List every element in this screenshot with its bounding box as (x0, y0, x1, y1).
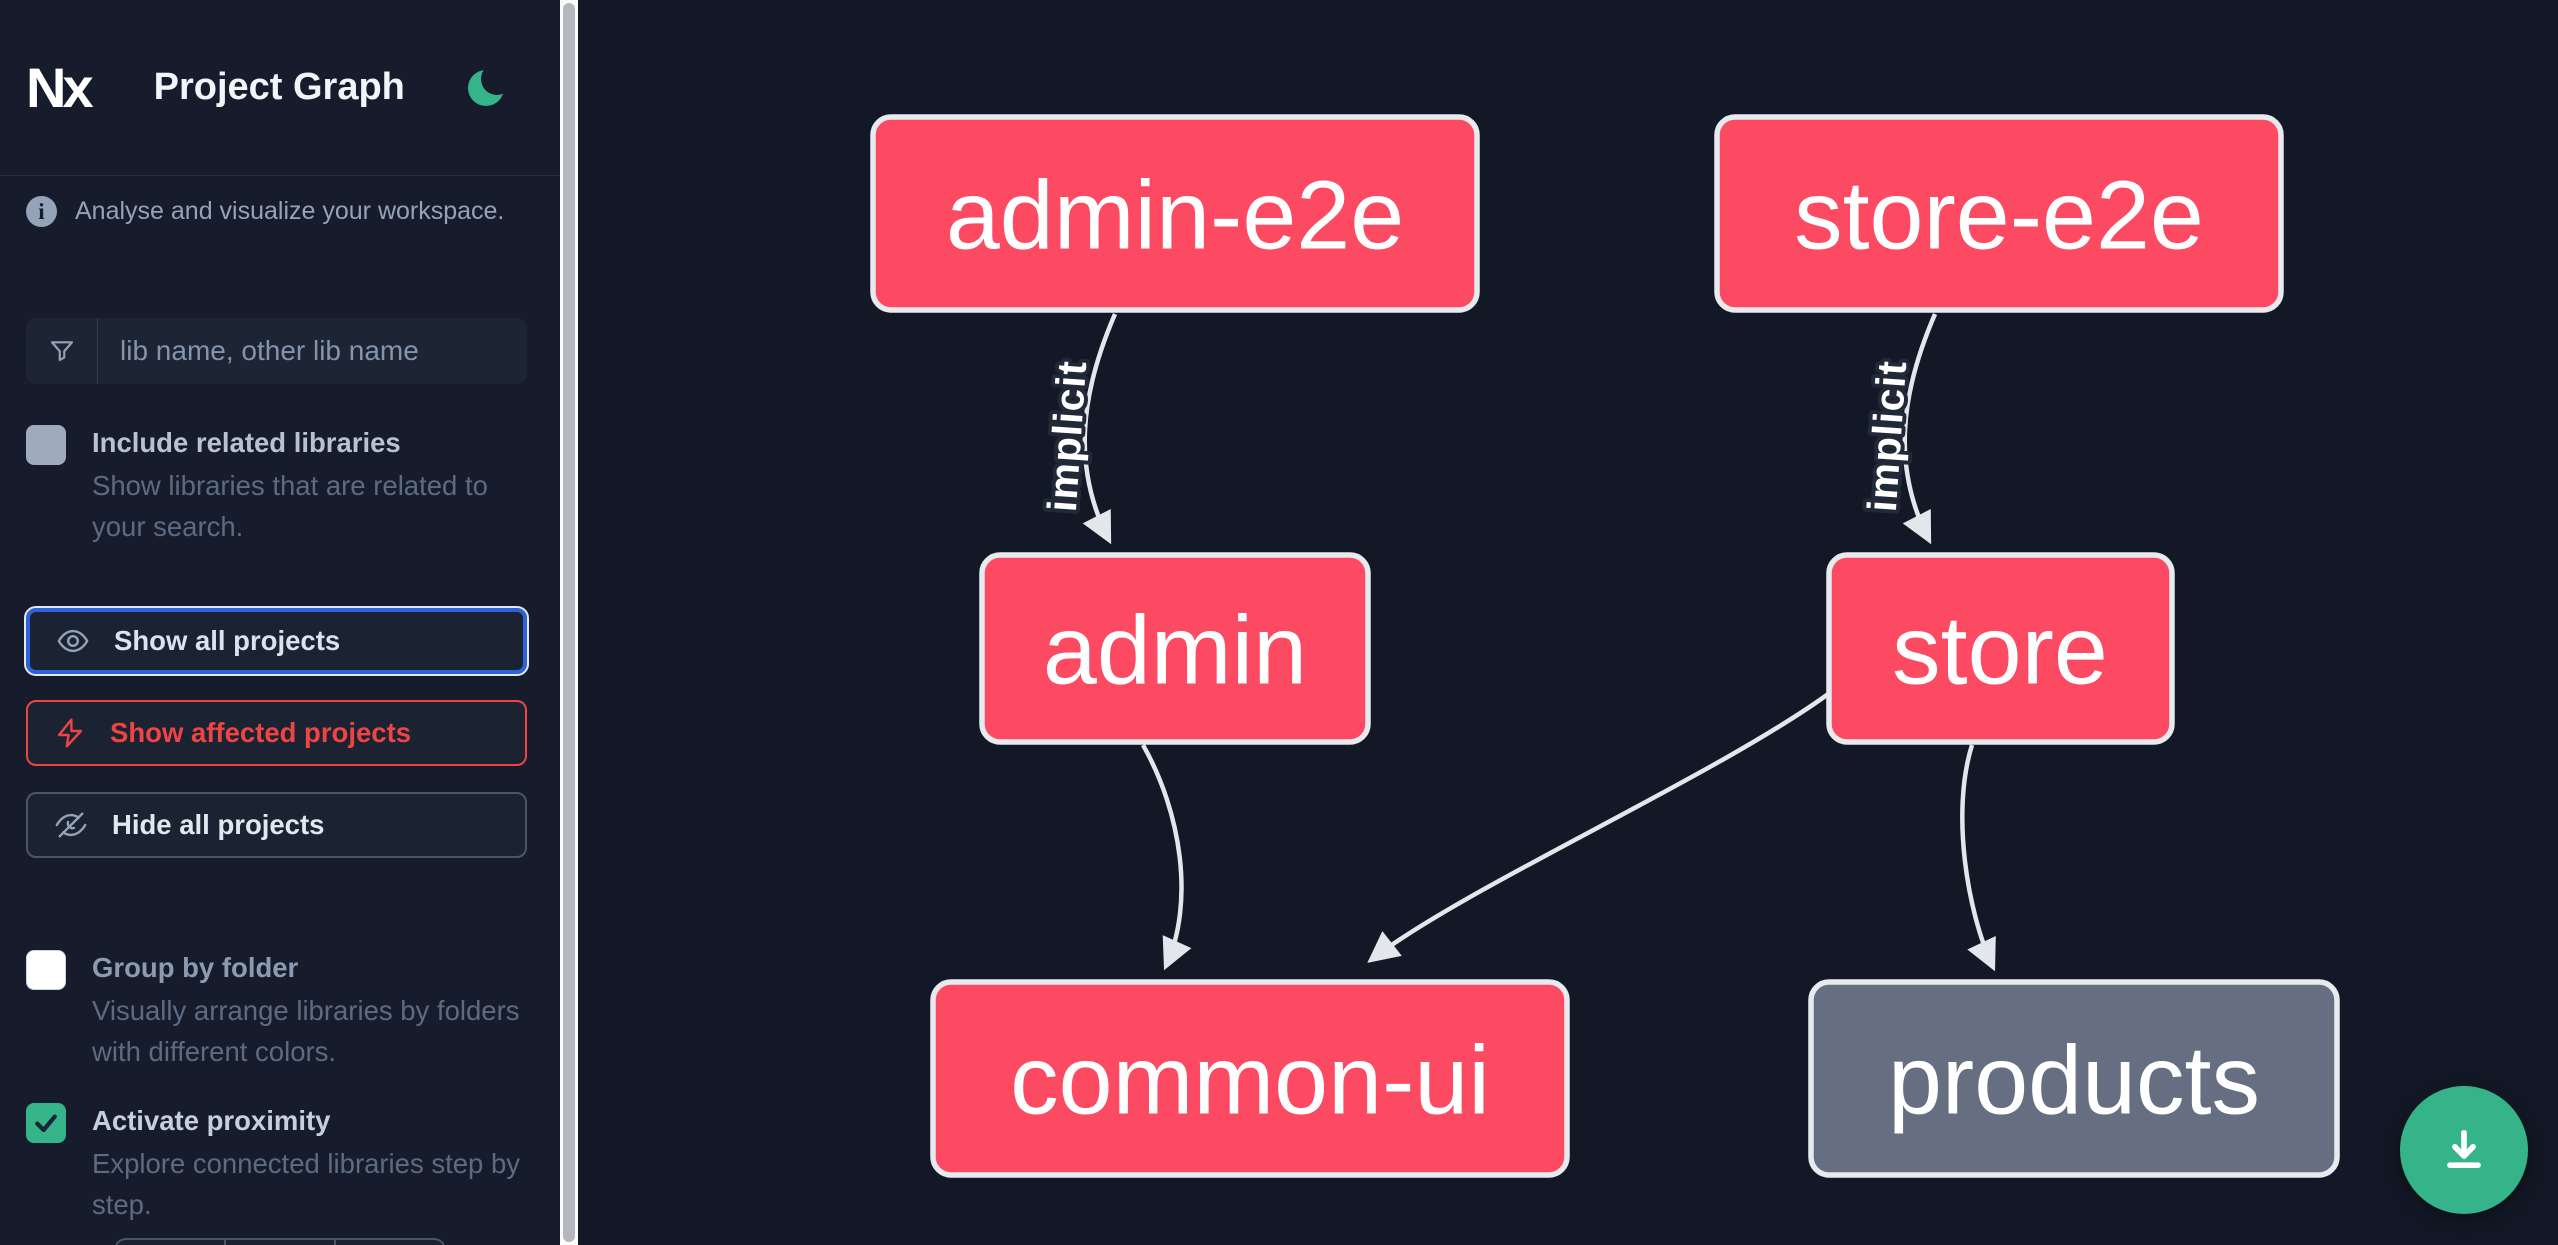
graph-node-admin-e2e[interactable]: admin-e2e (870, 114, 1480, 313)
checkbox-unchecked-icon[interactable] (26, 950, 66, 990)
edge-store-e2e-to-store (1902, 313, 1938, 545)
edge-label-implicit: implicit (1859, 359, 1915, 513)
toggle-label: Include related libraries (92, 427, 401, 458)
funnel-icon (26, 318, 98, 384)
segment[interactable] (116, 1240, 226, 1245)
checkbox-checked-icon[interactable] (26, 1103, 66, 1143)
node-label: store-e2e (1794, 161, 2204, 270)
node-label: products (1888, 1026, 2260, 1135)
toggle-description: Show libraries that are related to your … (92, 470, 488, 542)
toggle-group-by-folder[interactable]: Group by folder Visually arrange librari… (26, 948, 530, 1072)
graph-node-store-e2e[interactable]: store-e2e (1714, 114, 2284, 313)
sidebar: Nx Project Graph i Analyse and visualize… (0, 0, 560, 1245)
theme-toggle-moon-icon[interactable] (468, 62, 513, 106)
button-label: Show all projects (114, 625, 341, 656)
toggle-description: Explore connected libraries step by step… (92, 1148, 521, 1220)
toggle-description: Visually arrange libraries by folders wi… (92, 995, 520, 1067)
node-label: admin-e2e (946, 161, 1404, 270)
page-title: Project Graph (153, 66, 405, 108)
graph-node-admin[interactable]: admin (979, 552, 1371, 745)
workspace-info: i Analyse and visualize your workspace. (26, 196, 534, 227)
download-icon (2447, 1129, 2481, 1168)
edge-store-to-products (1960, 744, 1996, 972)
edge-admin-e2e-to-admin (1082, 313, 1118, 545)
toggle-include-related[interactable]: Include related libraries Show libraries… (26, 423, 530, 547)
graph-node-common-ui[interactable]: common-ui (930, 979, 1570, 1178)
node-label: common-ui (1010, 1026, 1490, 1135)
toggle-label: Group by folder (92, 952, 299, 983)
sidebar-scrollbar[interactable] (560, 0, 578, 1245)
sidebar-header: Nx Project Graph (0, 0, 560, 176)
node-label: store (1892, 596, 2108, 705)
filter-search (26, 318, 527, 384)
project-graph-svg: implicit implicit admin-e2e store-e2e ad… (870, 114, 2340, 1178)
lightning-icon (57, 718, 83, 748)
toggle-activate-proximity[interactable]: Activate proximity Explore connected lib… (26, 1101, 530, 1225)
segment[interactable] (336, 1240, 444, 1245)
search-input[interactable] (98, 318, 527, 384)
hide-all-projects-button[interactable]: Hide all projects (26, 792, 527, 858)
button-label: Show affected projects (110, 717, 412, 748)
segmented-control-partial[interactable] (114, 1238, 446, 1245)
show-affected-projects-button[interactable]: Show affected projects (26, 700, 527, 766)
edge-label-implicit: implicit (1039, 359, 1095, 513)
node-label: admin (1043, 596, 1307, 705)
nx-logo-icon: Nx (26, 55, 94, 119)
info-icon: i (26, 196, 57, 227)
button-label: Hide all projects (112, 809, 325, 840)
edge-admin-to-common-ui (1141, 743, 1192, 971)
scrollbar-thumb[interactable] (563, 3, 575, 1242)
checkbox-unchecked-icon[interactable] (26, 425, 66, 465)
graph-node-products[interactable]: products (1808, 979, 2340, 1178)
show-all-projects-button[interactable]: Show all projects (24, 606, 529, 676)
download-image-button[interactable] (2400, 1086, 2528, 1214)
graph-node-store[interactable]: store (1826, 552, 2175, 745)
tagline-text: Analyse and visualize your workspace. (75, 197, 505, 225)
toggle-label: Activate proximity (92, 1105, 331, 1136)
eye-off-icon (55, 812, 87, 838)
graph-canvas[interactable]: implicit implicit admin-e2e store-e2e ad… (578, 0, 2558, 1245)
edge-store-to-common-ui (1367, 690, 1833, 963)
eye-icon (57, 629, 89, 653)
segment[interactable] (226, 1240, 336, 1245)
